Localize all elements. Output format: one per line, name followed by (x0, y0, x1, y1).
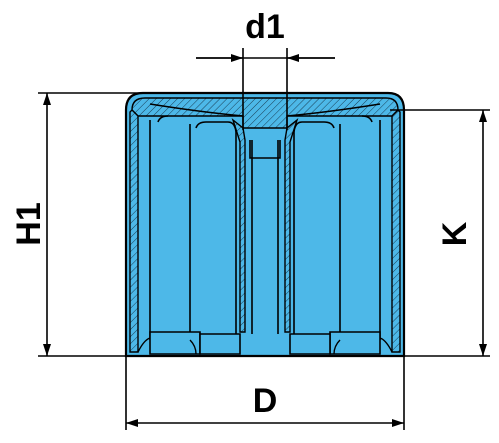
d-label: D (253, 382, 278, 420)
dimension-lines (43, 54, 487, 427)
k-label: K (436, 221, 474, 246)
inner-ribs (149, 103, 381, 340)
body-outline (124, 91, 406, 358)
base-flange (149, 331, 381, 355)
d1-label: d1 (245, 8, 285, 46)
knob-body (124, 91, 406, 358)
h1-label: H1 (10, 202, 48, 245)
section-hatching (129, 97, 401, 353)
